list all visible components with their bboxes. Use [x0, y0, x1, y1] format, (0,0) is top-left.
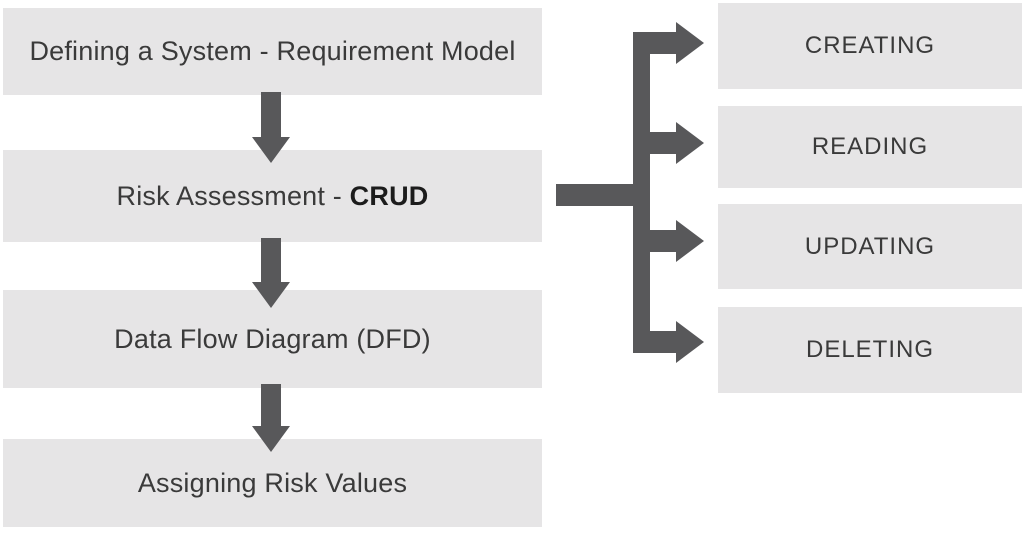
step-box-risk-assessment: Risk Assessment - CRUD [3, 150, 542, 242]
branch-arrow-icon [633, 122, 704, 164]
step-label: Risk Assessment - CRUD [117, 181, 429, 212]
step-label-bold-crud: CRUD [349, 180, 429, 211]
step-box-assigning-risk-values: Assigning Risk Values [3, 439, 542, 527]
crud-box-deleting: DELETING [718, 307, 1022, 393]
step-label: Data Flow Diagram (DFD) [114, 323, 431, 354]
crud-label: UPDATING [804, 232, 936, 260]
crud-label: READING [811, 133, 929, 160]
crud-box-creating: CREATING [718, 3, 1022, 89]
step-box-requirement-model: Defining a System - Requirement Model [3, 8, 542, 95]
crud-label: CREATING [804, 32, 936, 59]
step-box-data-flow-diagram: Data Flow Diagram (DFD) [3, 290, 542, 388]
crud-label: DELETING [805, 336, 935, 363]
connector-trunk [633, 32, 650, 353]
branch-arrow-icon [633, 321, 704, 363]
branch-arrow-icon [633, 220, 704, 262]
connector-feeder-bar [556, 184, 650, 206]
step-label: Assigning Risk Values [137, 467, 408, 498]
crud-box-reading: READING [718, 106, 1022, 188]
branch-arrow-icon [633, 22, 704, 64]
step-label: Defining a System - Requirement Model [29, 36, 516, 66]
crud-box-updating: UPDATING [718, 204, 1022, 289]
step-label-prefix: Risk Assessment - [116, 180, 350, 211]
